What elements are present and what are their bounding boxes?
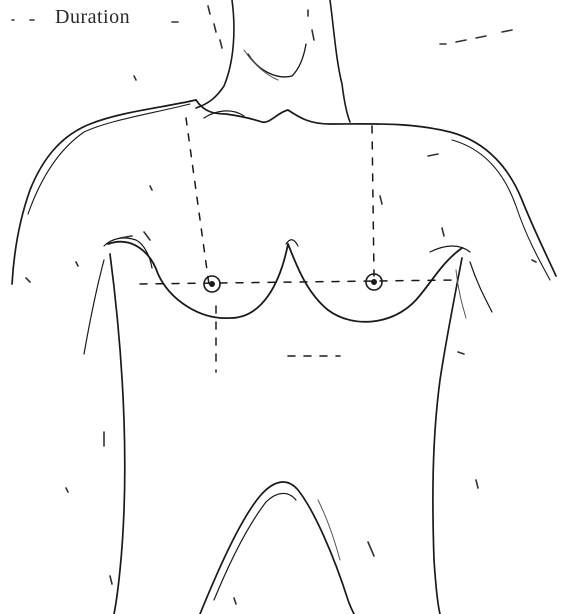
shoulder-outline <box>12 100 556 284</box>
marker-points <box>204 274 382 292</box>
abdomen-contour <box>200 482 354 614</box>
horizontal-guide <box>140 280 456 284</box>
torso-sides <box>84 254 492 614</box>
neck-outline <box>196 0 350 122</box>
scan-artifacts <box>12 6 536 604</box>
left-vertical-guide <box>186 118 210 292</box>
right-vertical-guide <box>372 126 374 276</box>
